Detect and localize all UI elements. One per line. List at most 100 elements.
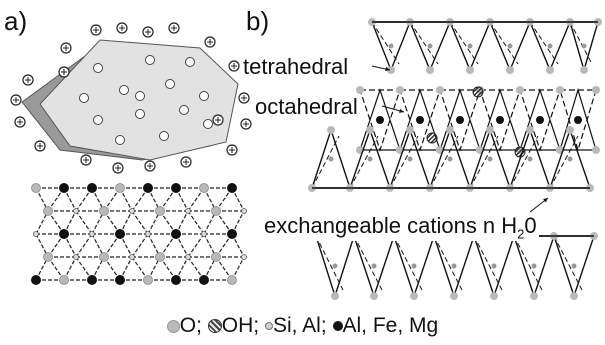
oxygen-atom (410, 292, 418, 300)
lattice-bond (75, 187, 93, 212)
al-fe-mg-atom (171, 229, 181, 239)
lattice-bond (63, 256, 77, 281)
oxygen-atom (530, 292, 538, 300)
lattice-bond (231, 210, 245, 235)
oxygen-atom (566, 126, 574, 134)
oxygen-atom (331, 292, 339, 300)
lattice-bond (63, 187, 77, 212)
al-fe-mg-atom (416, 116, 424, 124)
exchange-arrow-head (543, 198, 548, 203)
oxygen-atom (327, 126, 335, 134)
octahedron-face (479, 88, 521, 151)
oxygen-atom (546, 66, 554, 74)
lattice-bond (47, 233, 65, 258)
tetrahedron-back-edge (433, 235, 463, 291)
al-fe-mg-atom (87, 275, 97, 285)
al-fe-mg-atom (59, 229, 69, 239)
tetrahedron-back-edge (553, 235, 583, 291)
oxygen-atom (155, 252, 165, 262)
silicon-atom (388, 43, 394, 49)
oxygen-atom (526, 126, 534, 134)
al-fe-mg-atom (87, 183, 97, 193)
oxygen-atom (570, 292, 578, 300)
silicon-atom (547, 43, 553, 49)
oxygen-atom (466, 66, 474, 74)
lattice-bond (175, 210, 189, 235)
lattice-bond (175, 256, 189, 281)
hydroxyl-group (426, 132, 438, 144)
lattice-bond (131, 256, 149, 281)
oxygen-atom (387, 66, 395, 74)
oxygen-atom (592, 86, 600, 94)
al-fe-mg-atom (574, 116, 582, 124)
lattice-bond (119, 187, 133, 212)
octahedral-arrow-head (399, 108, 404, 113)
negative-charge-site (185, 57, 195, 67)
al-fe-mg-atom (59, 183, 69, 193)
silicon-atom (201, 231, 207, 237)
octahedron-face (399, 88, 441, 151)
negative-charge-site (135, 91, 145, 101)
lattice-bond (187, 210, 205, 235)
oxygen-atom (580, 66, 588, 74)
lattice-bond (75, 233, 93, 258)
oxygen-atom (396, 86, 404, 94)
negative-charge-site (203, 119, 213, 129)
legend-oxygen: O; (179, 314, 208, 337)
silicon-atom (328, 156, 334, 162)
legend-aluminium: Al, Fe, Mg (342, 314, 439, 337)
lattice-bond (131, 187, 149, 212)
octahedron-face (519, 88, 561, 151)
al-fe-mg-atom (227, 229, 237, 239)
oxygen-atom (436, 86, 444, 94)
lattice-bond (187, 187, 205, 212)
aluminium-legend-icon (332, 321, 343, 332)
al-fe-mg-atom (199, 275, 209, 285)
oxygen-atom (143, 275, 153, 285)
negative-charge-site (159, 131, 169, 141)
oxygen-atom (516, 86, 524, 94)
silicon-atom (491, 263, 497, 269)
al-fe-mg-atom (456, 116, 464, 124)
tetrahedral-label: tetrahedral (243, 54, 349, 79)
silicon-atom (73, 254, 79, 260)
negative-charge-site (179, 105, 189, 115)
al-fe-mg-atom (171, 275, 181, 285)
lattice-bond (119, 233, 133, 258)
silicon-atom (89, 231, 95, 237)
oxygen-atom (43, 252, 53, 262)
silicon-atom (185, 208, 191, 214)
silicon-atom (367, 156, 373, 162)
silicon-atom (531, 263, 537, 269)
silicon-atom (527, 156, 533, 162)
oxygen-atom (490, 292, 498, 300)
tetrahedron-back-edge (549, 135, 579, 189)
tetrahedron-back-edge (449, 21, 479, 65)
lattice-bond (215, 187, 233, 212)
lattice-bond (231, 187, 245, 212)
lattice-bond (63, 233, 77, 258)
oxygen-atom (43, 206, 53, 216)
oxygen-atom (366, 126, 374, 134)
silicon-atom (241, 254, 247, 260)
oxygen-atom (506, 66, 514, 74)
al-fe-mg-atom (536, 116, 544, 124)
silicon-atom (581, 43, 587, 49)
lattice-bond (103, 187, 121, 212)
oxygen-atom (199, 183, 209, 193)
lattice-bond (187, 256, 205, 281)
al-fe-mg-atom (115, 275, 125, 285)
negative-charge-site (119, 85, 129, 95)
panel-a-label: a) (4, 6, 28, 36)
lattice-bond (175, 233, 189, 258)
octahedron-face (359, 88, 401, 151)
tetrahedron-back-edge (469, 135, 499, 189)
lattice-bond (103, 233, 121, 258)
negative-charge-site (145, 55, 155, 65)
oxygen-atom (556, 86, 564, 94)
legend: O; OH; Si, Al; Al, Fe, Mg (0, 314, 605, 338)
silicon-atom (332, 263, 338, 269)
lattice-bond (175, 187, 189, 212)
oxygen-atom (486, 126, 494, 134)
negative-charge-site (93, 63, 103, 73)
